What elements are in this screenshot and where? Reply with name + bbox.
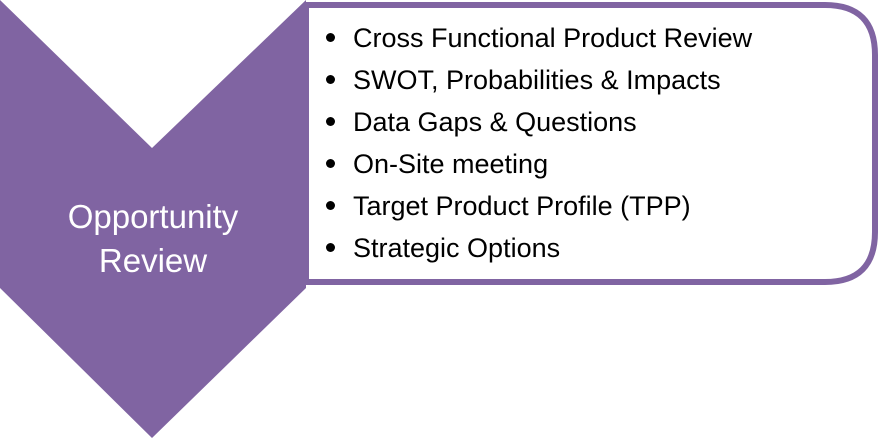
bullet-item: Target Product Profile (TPP) (323, 185, 752, 227)
bullet-item: Cross Functional Product Review (323, 17, 752, 59)
bullet-dot-icon (326, 201, 335, 210)
content-panel (303, 2, 878, 285)
chevron-shape (0, 0, 306, 438)
chevron-label-line-1: Opportunity (67, 198, 239, 235)
chevron-label-line-2: Review (98, 242, 208, 279)
bullet-dot-icon (326, 159, 335, 168)
bullet-list: Cross Functional Product Review SWOT, Pr… (323, 17, 752, 269)
bullet-item-text: On-Site meeting (353, 149, 549, 179)
bullet-item: On-Site meeting (323, 143, 752, 185)
bullet-item-text: Strategic Options (353, 233, 561, 263)
bullet-item-text: Cross Functional Product Review (353, 23, 753, 53)
bullet-dot-icon (326, 117, 335, 126)
bullet-item: SWOT, Probabilities & Impacts (323, 59, 752, 101)
bullet-dot-icon (326, 33, 335, 42)
bullet-dot-icon (326, 243, 335, 252)
bullet-item-text: Data Gaps & Questions (353, 107, 637, 137)
bullet-item-text: Target Product Profile (TPP) (353, 191, 691, 221)
bullet-item-text: SWOT, Probabilities & Impacts (353, 65, 721, 95)
bullet-dot-icon (326, 75, 335, 84)
bullet-item: Data Gaps & Questions (323, 101, 752, 143)
bullet-item: Strategic Options (323, 227, 752, 269)
chevron-label: Opportunity Review (0, 195, 306, 283)
